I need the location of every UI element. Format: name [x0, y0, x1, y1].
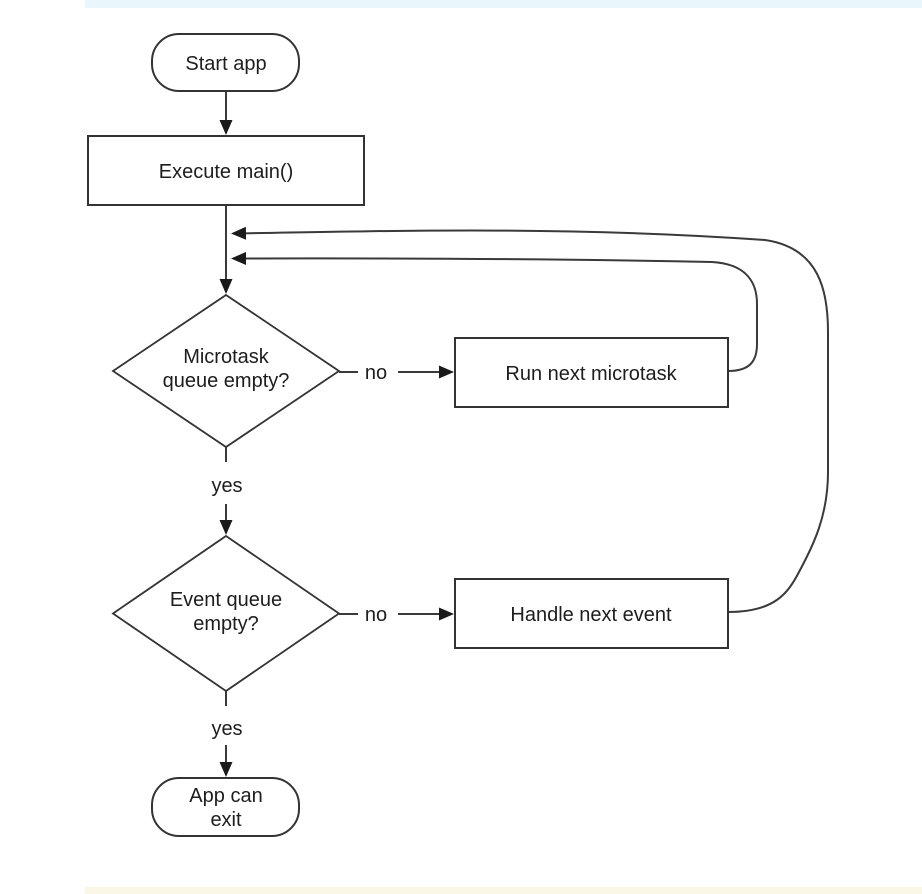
microtask-decision-label-line1: Microtask: [183, 346, 270, 368]
run-microtask-label: Run next microtask: [505, 363, 677, 385]
edge-run-microtask-return-loop: [231, 251, 758, 372]
node-start-app: Start app: [151, 33, 300, 92]
app-exit-label-line2: exit: [210, 809, 242, 831]
event-decision-label-line1: Event queue: [170, 589, 282, 611]
label-event-no: no: [365, 604, 387, 626]
event-decision-shape: [111, 534, 341, 693]
microtask-decision-label-line2: queue empty?: [163, 370, 290, 392]
execute-main-shape: [87, 135, 365, 206]
run-microtask-shape: [454, 337, 729, 408]
node-event-queue-decision: Event queue empty?: [111, 534, 341, 693]
label-microtask-no: no: [365, 362, 387, 384]
node-microtask-queue-decision: Microtask queue empty?: [111, 293, 341, 449]
label-event-yes: yes: [211, 718, 242, 740]
top-page-strip: [85, 0, 922, 8]
app-exit-label-line1: App can: [189, 785, 262, 807]
start-app-shape: [151, 33, 300, 92]
execute-main-label: Execute main(): [159, 161, 294, 183]
node-execute-main: Execute main(): [87, 135, 365, 206]
event-decision-label-line2: empty?: [193, 613, 259, 635]
edge-handle-event-return-loop: [231, 226, 829, 613]
app-exit-shape: [151, 777, 300, 837]
handle-event-shape: [454, 578, 729, 649]
bottom-page-strip: [85, 887, 922, 894]
microtask-decision-shape: [111, 293, 341, 449]
node-run-next-microtask: Run next microtask: [454, 337, 729, 408]
handle-event-label: Handle next event: [510, 604, 672, 626]
start-app-label: Start app: [185, 53, 266, 75]
node-app-can-exit: App can exit: [151, 777, 300, 837]
label-microtask-yes: yes: [211, 475, 242, 497]
node-handle-next-event: Handle next event: [454, 578, 729, 649]
